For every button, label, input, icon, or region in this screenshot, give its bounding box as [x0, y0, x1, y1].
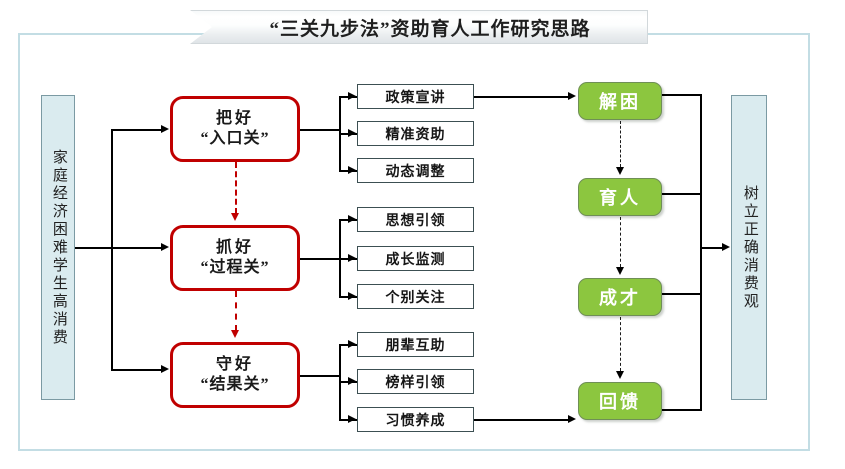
outcome-box-yuren[interactable]: 育人: [578, 178, 662, 216]
input-panel: 家庭经济困难学生高消费: [41, 95, 75, 400]
connector-outcome-2-out: [662, 193, 702, 195]
connector-outcome-4-out: [662, 409, 702, 411]
connector-outcome-1-to-2-dashed: [620, 121, 621, 167]
outcome-box-jiekun[interactable]: 解困: [578, 82, 662, 120]
connector-to-gate-3: [111, 369, 162, 371]
connector-gate-2-stub: [300, 258, 340, 260]
step-box[interactable]: 个别关注: [357, 284, 474, 309]
arrowhead-outcome-4: [568, 414, 576, 423]
step-box[interactable]: 成长监测: [357, 246, 474, 271]
page-title: “三关九步法”资助育人工作研究思路: [269, 18, 591, 40]
step-box[interactable]: 榜样引领: [357, 369, 474, 394]
arrowhead-group-1-step-3: [348, 165, 356, 174]
step-box[interactable]: 朋辈互助: [357, 332, 474, 357]
arrowhead-gate-2: [161, 242, 169, 251]
arrowhead-output-panel: [722, 242, 730, 251]
output-panel-label: 树立正确消费观: [741, 184, 758, 311]
connector-step-to-outcome-1: [474, 96, 569, 98]
gate-1-line-1: 把好: [215, 110, 254, 128]
step-label: 动态调整: [385, 164, 446, 180]
step-box[interactable]: 思想引领: [357, 207, 474, 232]
arrowhead-group-2-step-2: [348, 253, 356, 262]
step-box[interactable]: 政策宣讲: [357, 84, 474, 109]
arrowhead-gate-1-to-2: [230, 213, 239, 221]
outcome-label: 回馈: [599, 392, 641, 412]
step-label: 个别关注: [385, 290, 446, 306]
gate-3-line-2: “结果关”: [200, 376, 270, 393]
gate-2-line-2: “过程关”: [200, 259, 270, 276]
gate-box-result[interactable]: 守好 “结果关”: [170, 342, 300, 408]
step-label: 思想引领: [385, 213, 446, 229]
step-box[interactable]: 习惯养成: [357, 407, 474, 432]
connector-outcome-3-out: [662, 293, 702, 295]
output-panel: 树立正确消费观: [731, 95, 767, 400]
connector-gate-1-to-2-dashed: [235, 162, 237, 214]
step-label: 成长监测: [385, 252, 446, 268]
arrowhead-group-3-step-3: [348, 414, 356, 423]
connector-step-to-outcome-4: [474, 419, 569, 421]
outcome-label: 解困: [599, 92, 641, 112]
gate-box-entry[interactable]: 把好 “入口关”: [170, 96, 300, 162]
arrowhead-gate-1: [161, 124, 169, 133]
arrowhead-group-2-step-1: [348, 214, 356, 223]
gate-2-line-1: 抓好: [215, 239, 254, 257]
connector-to-gate-2: [111, 247, 162, 249]
arrowhead-outcome-1: [568, 91, 576, 100]
step-box[interactable]: 精准资助: [357, 121, 474, 146]
input-panel-label: 家庭经济困难学生高消费: [50, 148, 67, 347]
step-label: 朋辈互助: [385, 338, 446, 354]
step-label: 政策宣讲: [385, 90, 446, 106]
gate-1-line-2: “入口关”: [200, 130, 270, 147]
arrowhead-gate-3: [161, 364, 169, 373]
connector-gate-2-to-3-dashed: [235, 291, 237, 331]
gate-3-line-1: 守好: [215, 356, 254, 374]
connector-input-stub: [75, 247, 112, 249]
arrowhead-group-3-step-1: [348, 339, 356, 348]
arrowhead-group-1-step-1: [348, 91, 356, 100]
arrowhead-group-2-step-3: [348, 291, 356, 300]
step-label: 精准资助: [385, 127, 446, 143]
connector-to-output-panel: [700, 247, 723, 249]
title-ribbon: “三关九步法”资助育人工作研究思路: [190, 10, 648, 44]
arrowhead-outcome-1-to-2: [616, 167, 624, 175]
connector-gate-1-stub: [300, 129, 340, 131]
arrowhead-gate-2-to-3: [230, 330, 239, 338]
outcome-box-chengcai[interactable]: 成才: [578, 278, 662, 316]
connector-input-trunk: [111, 129, 113, 369]
gate-box-process[interactable]: 抓好 “过程关”: [170, 225, 300, 291]
connector-outcome-collector-trunk: [700, 94, 702, 410]
arrowhead-group-1-step-2: [348, 128, 356, 137]
connector-to-gate-1: [111, 129, 162, 131]
connector-outcome-2-to-3-dashed: [620, 217, 621, 267]
step-box[interactable]: 动态调整: [357, 158, 474, 183]
outcome-label: 育人: [599, 188, 641, 208]
outcome-label: 成才: [599, 288, 641, 308]
step-label: 榜样引领: [385, 375, 446, 391]
connector-outcome-1-out: [662, 94, 702, 96]
step-label: 习惯养成: [385, 413, 446, 429]
outcome-box-huikui[interactable]: 回馈: [578, 382, 662, 420]
arrowhead-outcome-2-to-3: [616, 267, 624, 275]
connector-outcome-3-to-4-dashed: [620, 317, 621, 371]
arrowhead-group-3-step-2: [348, 376, 356, 385]
connector-gate-3-stub: [300, 375, 340, 377]
arrowhead-outcome-3-to-4: [616, 371, 624, 379]
